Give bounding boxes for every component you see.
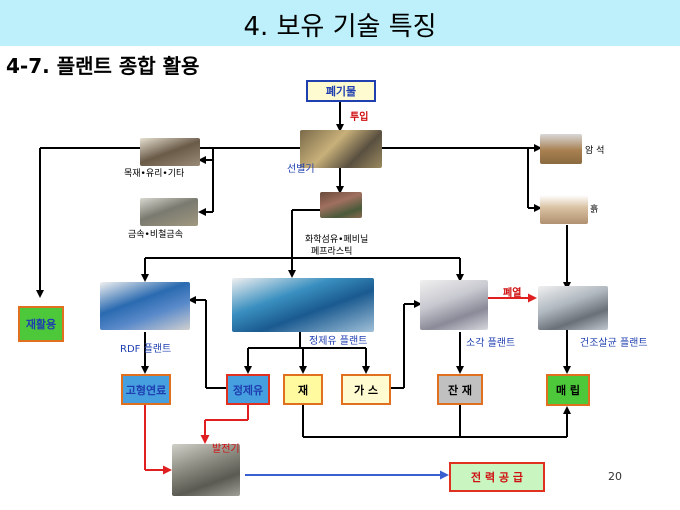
plastics-label-2: 폐프라스틱 (311, 247, 353, 257)
power-supply-box: 전 력 공 급 (449, 462, 545, 492)
rdf-plant-label: RDF 플랜트 (120, 344, 172, 355)
waste-box: 폐기물 (306, 80, 376, 102)
recycle-box: 재활용 (18, 306, 64, 342)
incineration-plant-label: 소각 플랜트 (466, 338, 516, 349)
refining-plant-label: 정제유 플랜트 (309, 336, 368, 347)
plastics-image (320, 192, 362, 218)
refining-plant-image (232, 278, 374, 332)
wood-glass-image (140, 138, 200, 166)
rock-image (540, 134, 582, 164)
section-subtitle: 4-7. 플랜트 종합 활용 (6, 54, 200, 78)
wood-glass-label: 목재•유리•기타 (124, 169, 185, 179)
ash-box: 재 (283, 374, 323, 405)
drying-plant-image (538, 286, 608, 330)
gas-box: 가 스 (341, 374, 391, 405)
soil-image (540, 192, 588, 224)
generator-image (172, 444, 240, 496)
incineration-plant-image (420, 280, 488, 330)
metal-scrap-image (140, 198, 198, 226)
plastics-label-1: 화학섬유•폐비닐 (305, 235, 369, 245)
waste-heat-label: 폐열 (503, 288, 522, 299)
page-title: 4. 보유 기술 특징 (243, 12, 437, 42)
landfill-box: 매 립 (546, 374, 590, 406)
metals-label: 금속•비철금속 (128, 230, 183, 240)
title-banner (0, 0, 680, 46)
generator-label: 발전기 (212, 444, 240, 455)
input-label: 투입 (350, 112, 369, 123)
sorter-machine-image (300, 130, 382, 168)
page-number: 20 (608, 470, 622, 483)
drying-plant-label: 건조살균 플랜트 (580, 338, 648, 349)
soil-label: 흙 (590, 205, 599, 215)
sorter-label: 선별기 (287, 164, 315, 175)
residue-box: 잔 재 (437, 374, 483, 405)
solid-fuel-box: 고형연료 (121, 374, 171, 405)
rock-label: 암 석 (585, 146, 605, 156)
rdf-plant-image (100, 282, 190, 330)
refined-oil-box: 정제유 (226, 374, 270, 405)
